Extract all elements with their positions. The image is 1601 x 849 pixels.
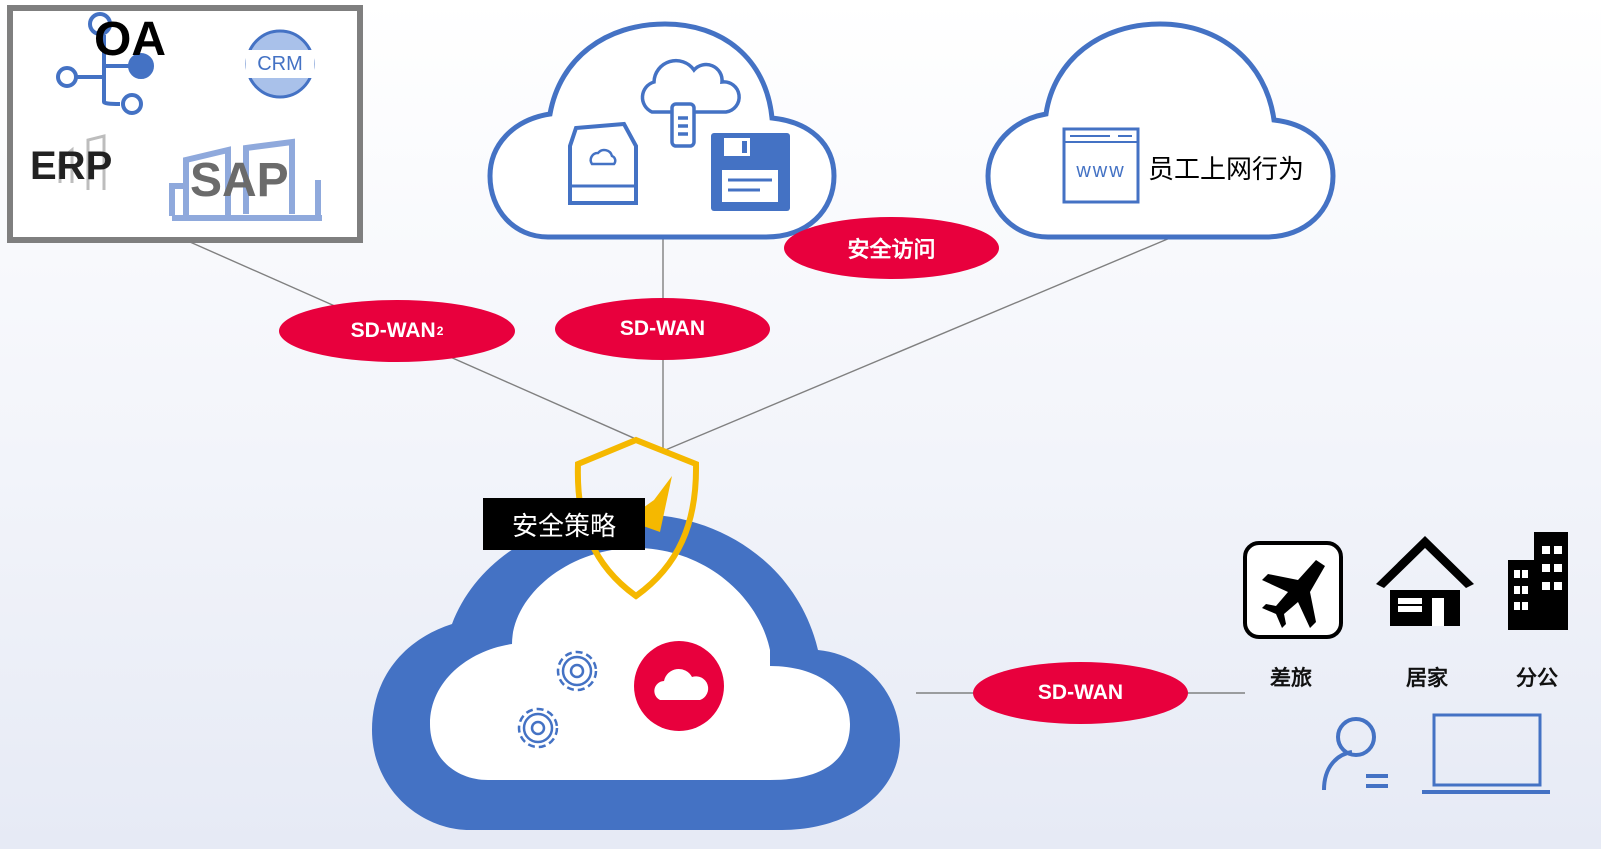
sap-building-icon bbox=[169, 138, 322, 221]
sap-label: SAP bbox=[190, 154, 289, 207]
sdwan-left-superscript: 2 bbox=[436, 324, 444, 338]
sdwan-badge-center: SD-WAN bbox=[555, 298, 770, 360]
enterprise-apps-box bbox=[7, 5, 363, 243]
cloud-usb-icon bbox=[640, 58, 741, 148]
security-policy-label: 安全策略 bbox=[511, 511, 616, 542]
laptop-icon bbox=[1422, 713, 1550, 794]
floppy-disk-icon bbox=[711, 133, 790, 211]
cloud-logo-icon bbox=[634, 641, 724, 731]
main-cloud bbox=[372, 514, 900, 830]
browser-window-icon bbox=[1062, 127, 1140, 204]
storage-cloud bbox=[487, 21, 837, 240]
location-home-label: 居家 bbox=[1406, 666, 1448, 690]
location-branch-label: 分公 bbox=[1516, 666, 1558, 690]
gear-icon bbox=[556, 650, 598, 692]
erp-building-icon bbox=[58, 134, 106, 190]
secure-access-badge: 安全访问 bbox=[784, 217, 999, 279]
house-icon bbox=[1376, 536, 1474, 626]
cloud-storage-icon bbox=[568, 121, 638, 205]
sdwan-center-label: SD-WAN bbox=[619, 317, 706, 340]
www-text: www bbox=[1076, 160, 1126, 182]
user-icon bbox=[1322, 717, 1388, 791]
crm-label: CRM bbox=[257, 53, 303, 75]
web-cloud bbox=[985, 21, 1336, 240]
gear-icon bbox=[517, 707, 559, 749]
secure-access-label: 安全访问 bbox=[847, 238, 936, 263]
crm-globe-icon bbox=[245, 29, 315, 99]
sdwan-badge-right: SD-WAN bbox=[973, 662, 1188, 724]
location-travel-label: 差旅 bbox=[1270, 666, 1312, 690]
office-building-icon bbox=[1508, 532, 1568, 630]
airplane-icon bbox=[1243, 541, 1343, 639]
erp-label: ERP bbox=[30, 144, 113, 188]
sdwan-right-label: SD-WAN bbox=[1037, 681, 1124, 704]
security-policy-tag: 安全策略 bbox=[483, 498, 645, 550]
oa-label: OA bbox=[94, 13, 166, 66]
web-behavior-label: 员工上网行为 bbox=[1148, 155, 1305, 185]
sdwan-left-label: SD-WAN bbox=[350, 319, 436, 342]
connector-web bbox=[662, 237, 1171, 452]
oa-network-icon bbox=[56, 12, 154, 115]
